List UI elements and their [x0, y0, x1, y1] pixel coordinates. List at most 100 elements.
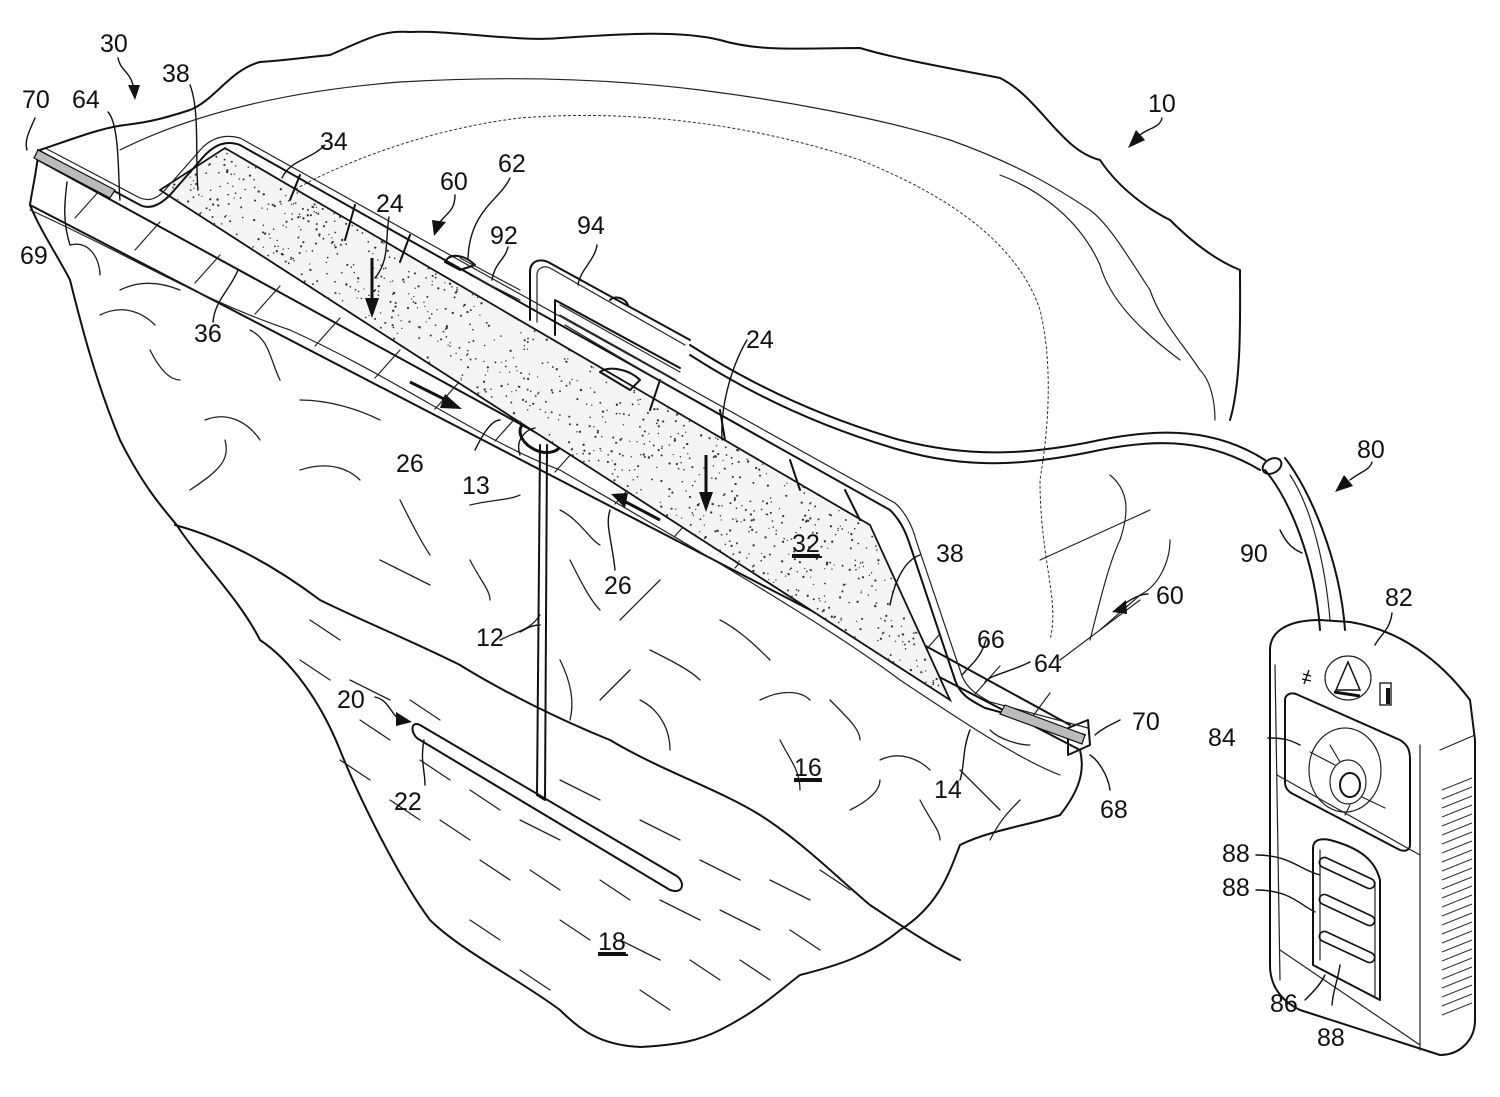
stipple-dot — [411, 298, 412, 299]
label-88-1: 88 — [1222, 840, 1250, 868]
stipple-dot — [506, 395, 508, 397]
stipple-dot — [444, 282, 445, 283]
stipple-dot — [848, 602, 850, 604]
stipple-dot — [549, 434, 551, 436]
stipple-dot — [837, 528, 838, 529]
stipple-dot — [602, 410, 604, 412]
stipple-dot — [806, 571, 808, 573]
stipple-dot — [254, 199, 256, 201]
stipple-dot — [880, 618, 881, 619]
stipple-dot — [317, 213, 319, 215]
stipple-dot — [401, 328, 402, 329]
stipple-dot — [190, 176, 191, 177]
stipple-dot — [837, 530, 838, 531]
stipple-dot — [661, 446, 663, 448]
stipple-dot — [653, 408, 655, 410]
stipple-dot — [244, 189, 246, 191]
stipple-dot — [309, 263, 310, 264]
stipple-dot — [415, 302, 417, 304]
stipple-dot — [791, 595, 793, 597]
stipple-dot — [828, 607, 830, 609]
stipple-dot — [831, 616, 833, 618]
stipple-dot — [304, 280, 306, 282]
stipple-dot — [577, 380, 578, 381]
stipple-dot — [334, 292, 336, 294]
stipple-dot — [500, 335, 502, 337]
stipple-dot — [569, 381, 570, 382]
label-38-left: 38 — [162, 60, 190, 88]
hatch-line — [1442, 796, 1472, 808]
round-control-button-icon[interactable] — [1340, 773, 1360, 797]
stipple-dot — [782, 515, 784, 517]
stipple-dot — [612, 436, 614, 438]
stipple-dot — [809, 503, 811, 505]
stipple-dot — [198, 194, 200, 196]
stipple-dot — [326, 262, 327, 263]
stipple-dot — [374, 246, 376, 248]
stipple-dot — [610, 450, 612, 452]
stipple-dot — [209, 163, 211, 165]
stipple-dot — [224, 216, 226, 218]
stipple-dot — [831, 515, 833, 517]
stipple-dot — [390, 281, 391, 282]
control-button-2[interactable] — [1318, 893, 1377, 927]
stipple-dot — [363, 288, 364, 289]
stipple-dot — [454, 296, 456, 298]
stipple-dot — [619, 402, 621, 404]
stipple-dot — [794, 558, 796, 560]
stipple-dot — [558, 419, 559, 420]
stipple-dot — [509, 371, 510, 372]
stipple-dot — [678, 468, 680, 470]
stipple-dot — [236, 233, 238, 235]
stipple-dot — [374, 318, 376, 320]
stipple-dot — [548, 417, 550, 419]
stipple-dot — [736, 520, 738, 522]
stipple-dot — [729, 529, 731, 531]
control-button-3[interactable] — [1318, 930, 1377, 964]
control-button-1[interactable] — [1318, 856, 1377, 890]
stipple-dot — [699, 531, 700, 532]
stipple-dot — [383, 268, 385, 270]
stipple-dot — [288, 248, 289, 249]
stipple-dot — [524, 345, 525, 346]
stipple-dot — [735, 518, 736, 519]
stipple-dot — [755, 531, 757, 533]
stipple-dot — [589, 425, 591, 427]
stipple-dot — [551, 411, 553, 413]
dressing-assembly — [34, 136, 1088, 744]
stipple-dot — [689, 507, 691, 509]
stipple-dot — [331, 237, 332, 238]
stipple-dot — [296, 192, 298, 194]
stipple-dot — [392, 310, 394, 312]
stipple-dot — [717, 438, 719, 440]
stipple-dot — [368, 250, 370, 252]
stipple-dot — [748, 531, 750, 533]
stipple-dot — [551, 441, 553, 443]
stipple-dot — [307, 220, 309, 222]
hatch-line — [1442, 832, 1472, 844]
hatch-line — [1442, 850, 1472, 862]
stipple-dot — [642, 419, 644, 421]
stipple-dot — [395, 302, 397, 304]
stipple-dot — [403, 281, 405, 283]
stipple-dot — [435, 324, 437, 326]
stipple-dot — [741, 505, 742, 506]
stipple-dot — [729, 540, 731, 542]
stipple-dot — [523, 377, 525, 379]
stipple-dot — [622, 455, 624, 457]
stipple-dot — [460, 359, 462, 361]
stipple-dot — [762, 464, 763, 465]
round-control-pad[interactable] — [1309, 728, 1381, 812]
stipple-dot — [393, 292, 395, 294]
stipple-dot — [740, 521, 741, 522]
stipple-dot — [505, 360, 506, 361]
stipple-dot — [437, 287, 439, 289]
stipple-dot — [660, 480, 662, 482]
stipple-dot — [671, 492, 673, 494]
stipple-dot — [282, 248, 283, 249]
stipple-dot — [825, 601, 826, 602]
stipple-dot — [902, 634, 904, 636]
stipple-dot — [724, 493, 726, 495]
stipple-dot — [660, 502, 661, 503]
stipple-dot — [372, 253, 373, 254]
